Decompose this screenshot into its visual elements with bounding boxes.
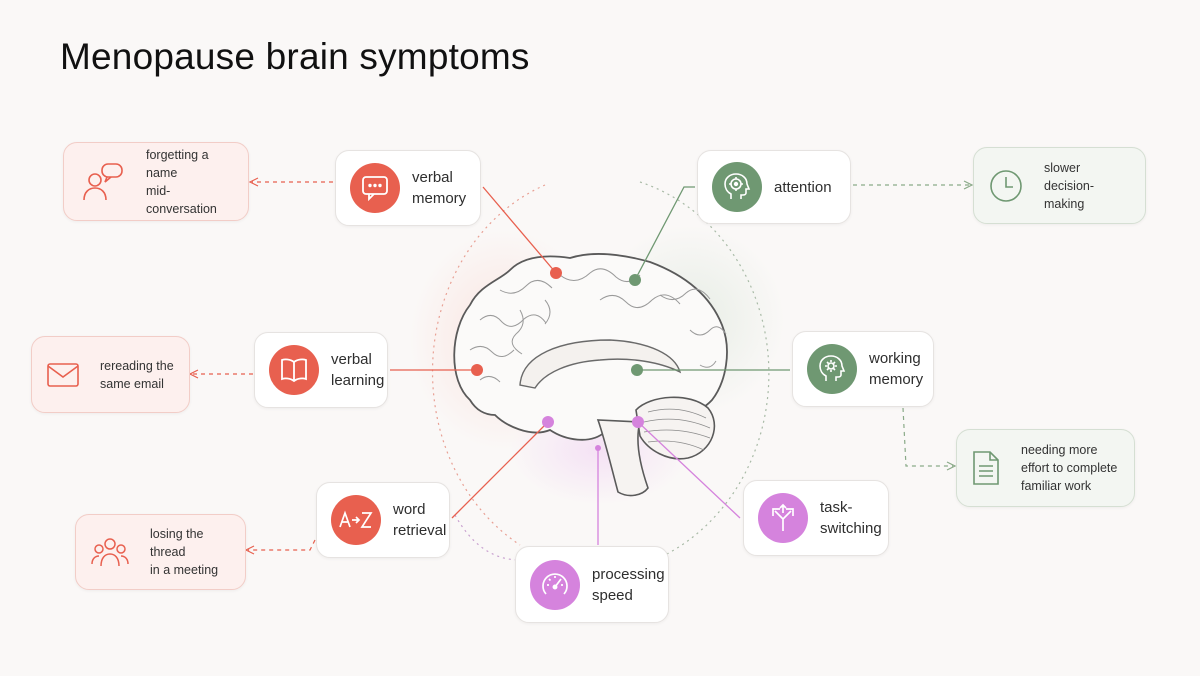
example-text-forgetting-name: forgetting a name mid-conversation [146, 147, 217, 216]
symptom-card-verbal-learning: verbal learning [254, 332, 388, 408]
example-card-forgetting-name: forgetting a name mid-conversation [63, 142, 249, 221]
symptom-card-verbal-memory: verbal memory [335, 150, 481, 226]
connector-word-retrieval [451, 421, 549, 519]
symptom-card-word-retrieval: word retrieval [316, 482, 450, 558]
page-title: Menopause brain symptoms [60, 36, 530, 77]
example-arrows [188, 177, 974, 555]
symptom-label-working-memory: working memory [869, 350, 924, 388]
envelope-icon [46, 361, 80, 389]
a-to-z-icon [331, 495, 381, 545]
document-icon [971, 449, 1001, 487]
clock-icon [988, 168, 1024, 204]
symptom-label-task-switching: task- switching [820, 499, 882, 537]
symptom-label-verbal-learning: verbal learning [331, 351, 385, 389]
dot-word-retrieval [542, 416, 554, 428]
symptom-label-attention: attention [774, 178, 832, 196]
example-text-losing-thread: losing the thread in a meeting [150, 527, 219, 577]
dot-processing-speed [595, 445, 601, 451]
brain-illustration [453, 253, 728, 497]
dot-verbal-learning [471, 364, 483, 376]
symptom-card-working-memory: working memory [792, 331, 934, 407]
corpus-callosum [519, 339, 682, 389]
symptom-label-processing-speed: processing speed [592, 565, 665, 604]
symptom-label-verbal-memory: verbal memory [412, 169, 467, 207]
orbit-left [431, 184, 546, 546]
connector-task-switching [637, 421, 741, 519]
symptom-label-word-retrieval: word retrieval [393, 501, 447, 539]
symptom-card-attention: attention [697, 150, 851, 224]
example-text-slower-decisions: slower decision-making [1044, 160, 1095, 211]
open-book-icon [269, 345, 319, 395]
dot-attention [629, 274, 641, 286]
example-text-rereading-email: rereading the same email [100, 358, 174, 391]
symptom-card-task-switching: task- switching [743, 480, 889, 556]
cerebellum [635, 396, 716, 460]
people-chat-icon [78, 158, 126, 206]
symptom-card-processing-speed: processing speed [515, 546, 669, 623]
head-target-icon [712, 162, 762, 212]
speedometer-icon [530, 559, 580, 610]
example-card-more-effort: needing more effort to complete familiar… [956, 429, 1135, 507]
example-text-more-effort: needing more effort to complete familiar… [1021, 443, 1118, 493]
example-card-rereading-email: rereading the same email [31, 336, 190, 413]
connector-verbal-memory [482, 186, 557, 274]
dot-verbal-memory [550, 267, 562, 279]
connector-attention [634, 186, 695, 281]
speech-bubble-icon [350, 163, 400, 213]
head-gear-icon [807, 344, 857, 394]
example-card-slower-decisions: slower decision-making [973, 147, 1146, 224]
dot-task-switching [632, 416, 644, 428]
split-arrows-icon [758, 493, 808, 543]
dot-working-memory [631, 364, 643, 376]
group-icon [90, 534, 130, 570]
example-card-losing-thread: losing the thread in a meeting [75, 514, 246, 590]
brainstem [596, 419, 649, 497]
orbit-bottom [454, 514, 521, 561]
